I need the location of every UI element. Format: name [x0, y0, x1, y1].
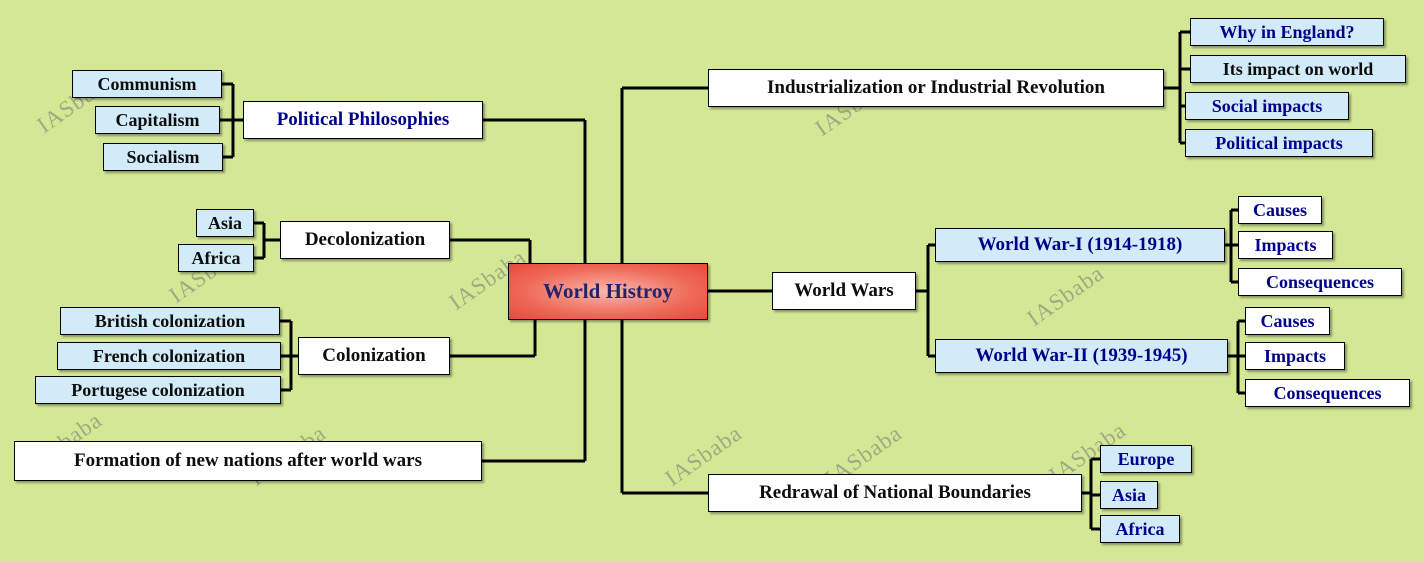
node-world-war-1: World War-I (1914-1918) [935, 228, 1225, 262]
node-ww1-causes: Causes [1238, 196, 1322, 224]
node-social-impacts: Social impacts [1185, 92, 1349, 120]
node-ww2-consequences: Consequences [1245, 379, 1410, 407]
node-political-philosophies: Political Philosophies [243, 101, 483, 139]
node-africa-left: Africa [178, 244, 254, 272]
node-world-wars: World Wars [772, 272, 916, 310]
node-redrawal-boundaries: Redrawal of National Boundaries [708, 474, 1082, 512]
node-ww1-consequences: Consequences [1238, 268, 1402, 296]
node-its-impact-on-world: Its impact on world [1190, 55, 1406, 83]
node-decolonization: Decolonization [280, 221, 450, 259]
node-formation-new-nations: Formation of new nations after world war… [14, 441, 482, 481]
node-world-war-2: World War-II (1939-1945) [935, 339, 1228, 373]
node-ww2-causes: Causes [1245, 307, 1330, 335]
node-africa-right: Africa [1100, 515, 1180, 543]
node-capitalism: Capitalism [95, 106, 220, 134]
node-socialism: Socialism [103, 143, 223, 171]
node-british-colonization: British colonization [60, 307, 280, 335]
node-ww2-impacts: Impacts [1245, 342, 1345, 370]
node-center: World Histroy [508, 263, 708, 320]
node-asia-right: Asia [1100, 481, 1158, 509]
node-europe: Europe [1100, 445, 1192, 473]
node-portugese-colonization: Portugese colonization [35, 376, 281, 404]
node-ww1-impacts: Impacts [1238, 231, 1333, 259]
node-why-in-england: Why in England? [1190, 18, 1384, 46]
node-colonization: Colonization [298, 337, 450, 375]
node-asia-left: Asia [196, 209, 254, 237]
node-communism: Communism [72, 70, 222, 98]
node-french-colonization: French colonization [57, 342, 281, 370]
node-industrialization: Industrialization or Industrial Revoluti… [708, 69, 1164, 107]
node-political-impacts: Political impacts [1185, 129, 1373, 157]
